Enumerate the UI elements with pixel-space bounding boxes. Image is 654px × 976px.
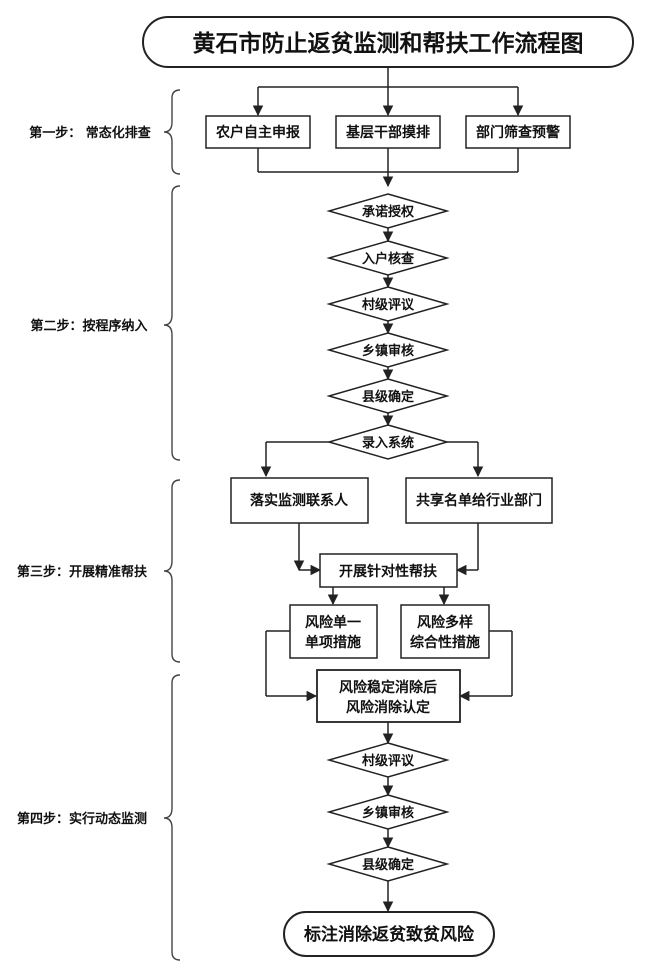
county-confirm-2-label: 县级确定: [362, 857, 414, 873]
multi-risk-box: [400, 604, 490, 659]
single-risk-box: [289, 604, 378, 659]
village-review-2-label: 村级评议: [362, 753, 415, 769]
household-report-label: 农户自主申报: [215, 124, 300, 141]
promise-authorize-label: 承诺授权: [362, 204, 415, 220]
household-check-label: 入户核查: [362, 251, 415, 267]
multi-risk-line1: 风险多样: [417, 614, 473, 631]
single-risk-line2: 单项措施: [305, 634, 361, 651]
step3-connectors: [265, 523, 513, 702]
village-review-1-diamond: [326, 286, 450, 322]
village-review-1-label: 村级评议: [362, 297, 415, 313]
promise-authorize-diamond: [326, 193, 450, 229]
county-confirm-1-diamond: [326, 378, 450, 414]
final-mark-label: 标注消除返贫致贫风险: [304, 924, 475, 945]
share-list-box: [405, 477, 553, 524]
county-confirm-2-diamond: [326, 846, 450, 882]
share-list-label: 共享名单给行业部门: [416, 492, 542, 509]
household-check-diamond: [326, 240, 450, 276]
household-report-box: [205, 115, 311, 149]
page-title: 黄石市防止返贫监测和帮扶工作流程图: [193, 30, 584, 57]
targeted-help-box: [319, 553, 458, 588]
step1-label: 第一步： 常态化排查: [29, 125, 152, 141]
risk-eliminated-line2: 风险消除认定: [346, 699, 430, 716]
village-review-2-diamond: [326, 742, 450, 778]
dept-warning-box: [465, 115, 571, 149]
step2-brace: [163, 185, 181, 461]
township-audit-2-diamond: [326, 794, 450, 830]
risk-eliminated-line1: 风险稳定消除后: [339, 679, 437, 696]
dept-warning-label: 部门筛查预警: [476, 124, 560, 141]
enter-system-diamond: [326, 424, 450, 460]
step2-connectors: [260, 228, 484, 478]
targeted-help-label: 开展针对性帮扶: [339, 563, 438, 580]
step3-brace: [163, 479, 181, 663]
final-mark-box: [283, 911, 495, 957]
township-audit-1-label: 乡镇审核: [362, 343, 414, 359]
cadre-survey-label: 基层干部摸排: [346, 124, 430, 141]
township-audit-2-label: 乡镇审核: [362, 805, 414, 821]
risk-eliminated-box: [316, 669, 461, 723]
multi-risk-line2: 综合性措施: [410, 634, 480, 651]
step2-label: 第二步：按程序纳入: [30, 318, 147, 334]
step4-label: 第四步：实行动态监测: [17, 811, 147, 827]
step3-label: 第三步：开展精准帮扶: [17, 564, 148, 580]
enter-system-label: 录入系统: [362, 435, 414, 451]
step4-brace: [163, 674, 181, 961]
assign-contact-box: [230, 477, 369, 524]
single-risk-line1: 风险单一: [305, 614, 361, 631]
step1-brace: [163, 89, 181, 175]
assign-contact-label: 落实监测联系人: [250, 492, 349, 509]
cadre-survey-box: [335, 115, 441, 149]
county-confirm-1-label: 县级确定: [362, 389, 414, 405]
township-audit-1-diamond: [326, 332, 450, 368]
step1-connectors: [252, 67, 524, 188]
